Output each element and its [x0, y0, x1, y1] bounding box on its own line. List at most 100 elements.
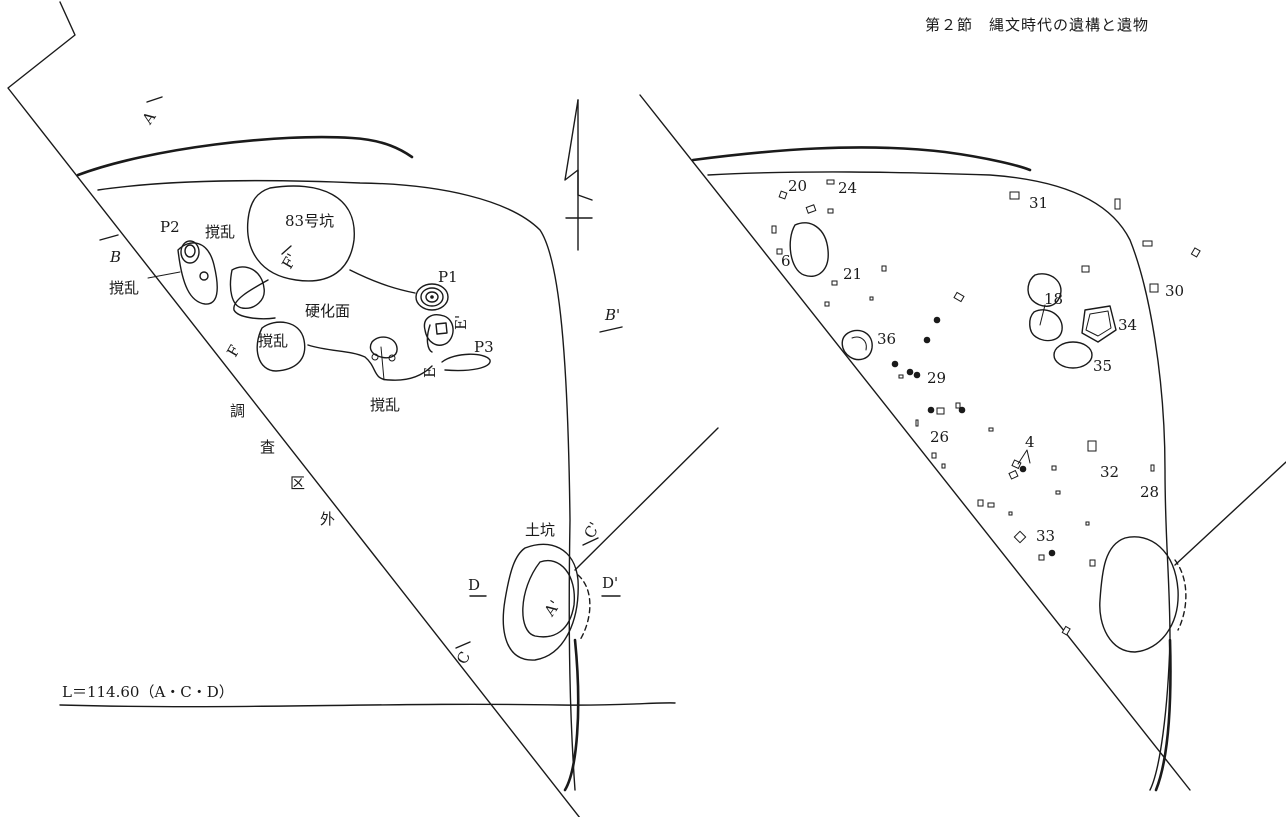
pottery-dot — [927, 406, 935, 414]
dokou-inner — [522, 559, 575, 638]
artifact-label-36: 36 — [877, 330, 896, 348]
section-label-e-prime: E' — [452, 315, 470, 330]
north-arrow-head — [564, 99, 593, 201]
small-stone — [941, 463, 946, 469]
pit-83-outline — [246, 185, 355, 282]
survey-area-boundary-left — [7, 1, 581, 817]
pottery-dot — [933, 316, 941, 324]
section-tick-c — [455, 641, 471, 649]
artifact-label-30: 30 — [1165, 282, 1184, 300]
small-stone — [1149, 283, 1159, 293]
artifact-label-33: 33 — [1036, 527, 1055, 545]
section-label-a-prime: A' — [540, 597, 564, 620]
stone-35 — [1053, 341, 1093, 369]
small-stone — [1008, 469, 1019, 480]
small-stone — [1051, 465, 1057, 471]
pit-rim-thick-right — [691, 146, 1032, 172]
small-stone — [931, 452, 937, 459]
leader-4 — [1017, 449, 1031, 465]
elevation-label: L＝114.60（A・C・D） — [62, 683, 234, 701]
pottery-dot — [958, 406, 966, 414]
artifact-label-32: 32 — [1100, 463, 1119, 481]
small-stone — [778, 190, 788, 200]
leader-disturbance-4 — [380, 346, 385, 381]
pottery-dot — [906, 368, 914, 376]
artifact-label-35: 35 — [1093, 357, 1112, 375]
small-stone — [826, 179, 835, 185]
leader-18 — [1039, 304, 1046, 326]
artifact-label-29: 29 — [927, 369, 946, 387]
small-stone — [1009, 191, 1020, 200]
artifact-label-26: 26 — [930, 428, 949, 446]
artifact-label-6: 6 — [781, 252, 791, 270]
pit-p2-outline — [177, 242, 218, 305]
section-tick-c-prime — [582, 537, 599, 546]
pit-wall-outline-left — [97, 180, 576, 791]
small-stone — [1085, 521, 1090, 526]
right-plan: 20 24 31 6 21 30 18 34 36 35 29 26 4 32 … — [639, 94, 1286, 792]
ground-level-line — [59, 702, 676, 708]
pit-rim-thick-left — [76, 135, 414, 177]
stone-34 — [1081, 305, 1117, 343]
dokou-outer — [502, 543, 579, 661]
pit-p3-label: P3 — [474, 338, 494, 356]
north-arrow — [564, 99, 593, 251]
pit-p1-lower-inner — [435, 322, 448, 335]
small-stone — [1055, 490, 1061, 495]
stone-18-upper — [1027, 273, 1062, 307]
pit-p1-label: P1 — [438, 268, 458, 286]
dokou-dashed-edge — [577, 574, 591, 641]
pottery-dot — [1019, 465, 1027, 473]
disturbance-label-2: 撹乱 — [109, 279, 139, 297]
small-stone — [771, 225, 777, 234]
section-label-c-prime: C' — [580, 519, 603, 542]
pit-p2-small-hole — [199, 271, 209, 281]
small-stone — [827, 208, 834, 214]
small-stone — [1190, 247, 1201, 258]
artifact-label-34: 34 — [1118, 316, 1137, 334]
pottery-dot — [891, 360, 899, 368]
pit-wall-thick-lower-right — [1154, 638, 1172, 792]
section-line-c — [574, 427, 719, 571]
disturbance-label-3: 撹乱 — [258, 332, 288, 350]
small-stone — [805, 204, 817, 214]
pit-p1-lower — [423, 314, 454, 346]
small-stone — [1008, 511, 1013, 516]
pottery-dot — [1048, 549, 1056, 557]
small-stone — [1142, 240, 1153, 247]
small-hole-1 — [371, 353, 379, 361]
pottery-dot — [923, 336, 931, 344]
small-stone — [898, 374, 904, 379]
pit-p1-outer — [415, 283, 449, 311]
stone-18-lower — [1029, 309, 1063, 342]
section-tick-b — [99, 234, 119, 241]
section-header: 第２節 縄文時代の遺構と遺物 — [925, 16, 1150, 34]
pit-p2-inner-ring — [180, 240, 200, 264]
outside-area-char-3: 区 — [290, 474, 305, 492]
disturbance-label-1: 撹乱 — [205, 223, 235, 241]
section-tick-b-prime — [599, 326, 623, 333]
small-stone — [881, 265, 887, 272]
section-label-e: E — [421, 367, 439, 378]
small-stone — [776, 248, 783, 255]
section-label-b: B — [109, 248, 121, 266]
small-stone — [1081, 265, 1090, 273]
small-stone — [1114, 198, 1121, 210]
small-stone — [953, 291, 965, 303]
large-pit-dashed-edge — [1174, 559, 1187, 631]
stone-34-inner — [1085, 310, 1112, 337]
pit-p2-label: P2 — [160, 218, 180, 236]
artifact-label-21: 21 — [843, 265, 862, 283]
artifact-label-20: 20 — [788, 177, 807, 195]
hardened-surface-label: 硬化面 — [305, 302, 350, 320]
section-label-a: A — [138, 108, 160, 128]
left-plan: A B B' 83号坑 F' P2 撹乱 撹乱 硬化面 撹乱 F 撹乱 P1 E… — [7, 1, 719, 817]
section-label-b-prime: B' — [604, 306, 620, 324]
small-stone — [1150, 464, 1155, 472]
pit-83-label: 83号坑 — [285, 212, 334, 230]
hardened-surface-boundary — [233, 269, 433, 381]
disturbance-outline-1 — [229, 266, 265, 309]
section-label-d-prime: D' — [602, 574, 618, 592]
small-stone — [1061, 625, 1071, 636]
